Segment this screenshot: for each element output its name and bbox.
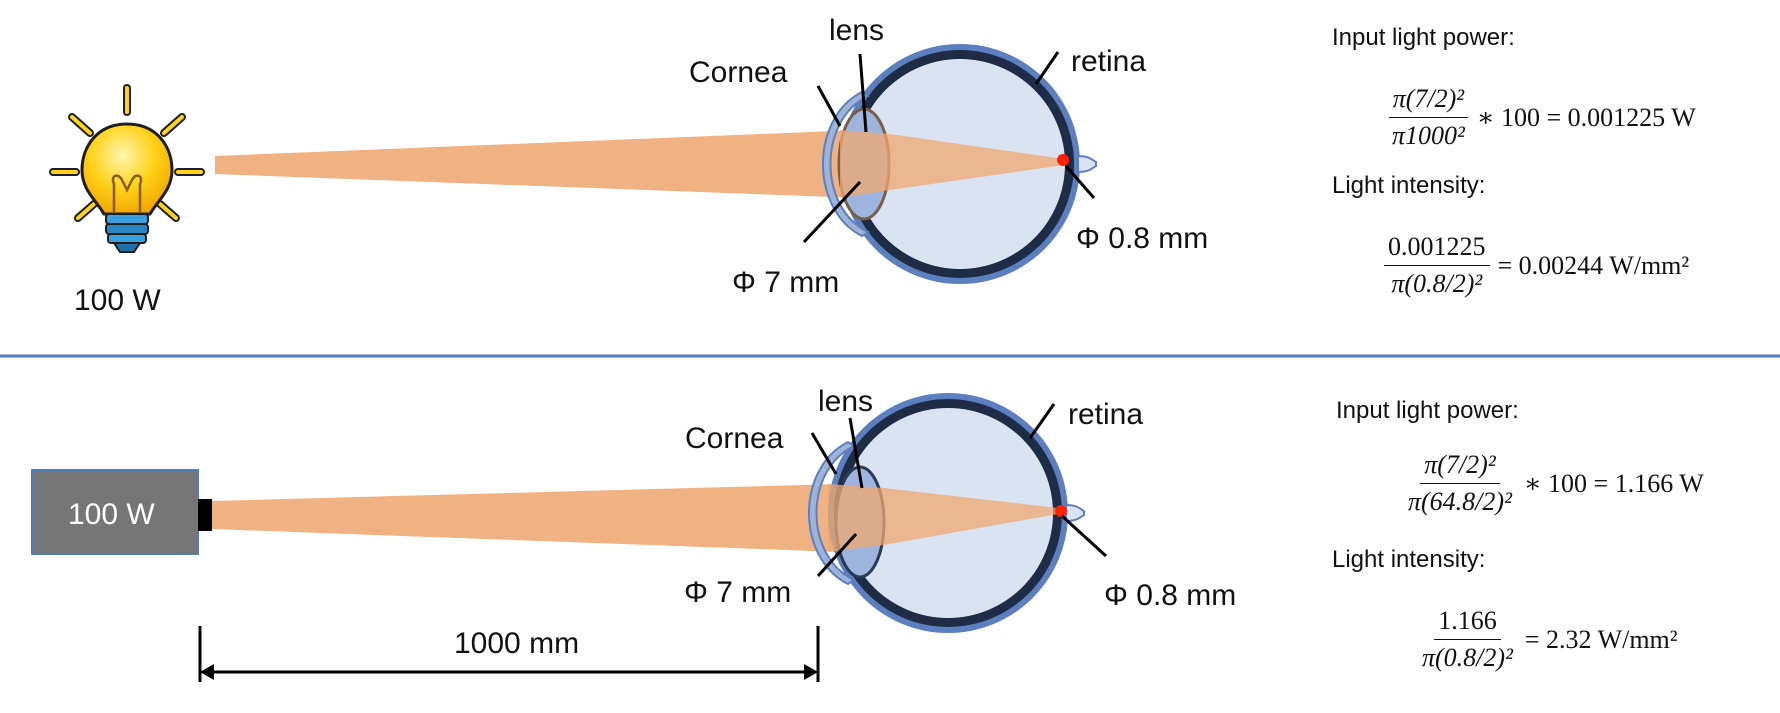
bottom-intensity-fraction: 1.166 π(0.8/2)² bbox=[1418, 606, 1517, 673]
top-power-equation: π(7/2)² π1000² ∗ 100 = 0.001225 W bbox=[1388, 84, 1696, 151]
top-power-numerator: π(7/2)² bbox=[1388, 84, 1469, 118]
distance-label: 1000 mm bbox=[454, 627, 579, 660]
top-source-label: 100 W bbox=[74, 284, 161, 317]
distance-arrow-right bbox=[804, 664, 818, 680]
laser-source bbox=[31, 469, 212, 555]
bottom-focal-spot bbox=[1055, 505, 1067, 517]
top-converging-beam bbox=[840, 130, 1064, 198]
bottom-pupil-diameter-label: Φ 7 mm bbox=[684, 576, 791, 609]
bottom-lens-label: lens bbox=[818, 385, 873, 418]
top-retina-label: retina bbox=[1071, 45, 1146, 78]
laser-aperture bbox=[198, 499, 212, 531]
bottom-power-denominator: π(64.8/2)² bbox=[1408, 487, 1512, 516]
distance-arrow-left bbox=[200, 664, 214, 680]
top-spot-diameter-label: Φ 0.8 mm bbox=[1076, 222, 1208, 255]
top-intensity-equation: 0.001225 π(0.8/2)² = 0.00244 W/mm² bbox=[1384, 232, 1689, 299]
bottom-intensity-denominator: π(0.8/2)² bbox=[1422, 643, 1513, 672]
top-pupil-diameter-label: Φ 7 mm bbox=[732, 266, 839, 299]
top-intensity-heading: Light intensity: bbox=[1332, 172, 1486, 199]
bottom-intensity-heading: Light intensity: bbox=[1332, 546, 1486, 573]
bottom-cornea-label: Cornea bbox=[685, 422, 784, 455]
top-power-denominator: π1000² bbox=[1392, 121, 1465, 150]
bottom-intensity-result: = 2.32 W/mm² bbox=[1524, 624, 1678, 654]
top-lens-label: lens bbox=[829, 14, 884, 47]
bottom-retina-label: retina bbox=[1068, 398, 1143, 431]
top-intensity-fraction: 0.001225 π(0.8/2)² bbox=[1384, 232, 1490, 299]
bottom-intensity-equation: 1.166 π(0.8/2)² = 2.32 W/mm² bbox=[1418, 606, 1678, 673]
distance-dimension bbox=[198, 626, 820, 682]
top-intensity-numerator: 0.001225 bbox=[1384, 232, 1490, 266]
light-bulb-icon bbox=[49, 84, 205, 253]
bottom-power-fraction: π(7/2)² π(64.8/2)² bbox=[1404, 450, 1516, 517]
bottom-cornea bbox=[808, 440, 857, 586]
bottom-source-label: 100 W bbox=[68, 498, 155, 531]
bottom-light-beam bbox=[212, 484, 840, 552]
top-power-result: ∗ 100 = 0.001225 W bbox=[1476, 102, 1696, 132]
bottom-power-equation: π(7/2)² π(64.8/2)² ∗ 100 = 1.166 W bbox=[1404, 450, 1704, 517]
bottom-power-result: ∗ 100 = 1.166 W bbox=[1523, 468, 1704, 498]
top-light-beam bbox=[215, 130, 860, 198]
top-intensity-result: = 0.00244 W/mm² bbox=[1497, 250, 1690, 280]
top-cornea bbox=[822, 90, 871, 238]
bottom-power-numerator: π(7/2)² bbox=[1420, 450, 1500, 484]
bottom-converging-beam bbox=[828, 484, 1058, 552]
top-focal-spot bbox=[1057, 154, 1069, 166]
bottom-spot-diameter-label: Φ 0.8 mm bbox=[1104, 579, 1236, 612]
top-cornea-label: Cornea bbox=[689, 56, 788, 89]
bottom-power-heading: Input light power: bbox=[1336, 397, 1519, 424]
top-intensity-denominator: π(0.8/2)² bbox=[1391, 269, 1483, 298]
top-power-heading: Input light power: bbox=[1332, 24, 1515, 51]
top-leader-lines bbox=[802, 51, 1096, 244]
top-power-fraction: π(7/2)² π1000² bbox=[1388, 84, 1469, 151]
bottom-intensity-numerator: 1.166 bbox=[1434, 606, 1501, 640]
bottom-leader-lines bbox=[810, 403, 1108, 578]
